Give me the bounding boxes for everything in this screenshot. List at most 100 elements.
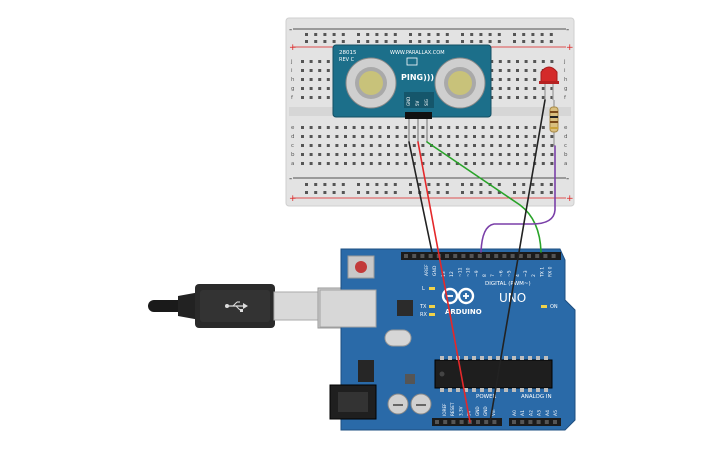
rail-hole: [341, 40, 345, 43]
terminal-hole: [473, 162, 476, 165]
terminal-hole: [421, 153, 425, 156]
header-hole: [469, 254, 474, 258]
terminal-hole: [335, 153, 339, 156]
terminal-hole: [455, 144, 459, 147]
resistor-band-2: [550, 116, 558, 118]
digital-pin-label: TX 1: [539, 267, 545, 278]
wire-sensor-5v: [417, 141, 471, 423]
terminal-hole: [318, 153, 322, 156]
terminal-hole: [404, 153, 408, 156]
red-led-rim: [539, 81, 559, 84]
terminal-hole: [369, 126, 373, 129]
terminal-hole: [318, 126, 322, 129]
sensor-part-number: 28015: [339, 50, 357, 56]
chip-pin: [488, 356, 492, 360]
rail-hole: [305, 33, 308, 36]
analog-pin-label: A5: [553, 410, 559, 416]
chip-pin: [464, 356, 468, 360]
terminal-hole: [404, 135, 408, 138]
rail-hole: [366, 183, 370, 186]
terminal-hole: [326, 69, 330, 72]
rail-hole: [479, 183, 483, 186]
terminal-hole: [387, 153, 390, 156]
terminal-hole: [524, 87, 528, 90]
resistor: [549, 106, 559, 133]
terminal-hole: [335, 144, 339, 147]
rail-hole: [531, 183, 535, 186]
terminal-hole: [516, 78, 519, 81]
terminal-hole: [550, 144, 554, 147]
terminal-hole: [438, 135, 442, 138]
sensor-header: [405, 112, 432, 119]
rail-hole: [436, 33, 440, 36]
terminal-hole: [326, 162, 330, 165]
terminal-hole: [352, 135, 356, 138]
rail-hole: [522, 183, 526, 186]
digital-pin-label: RX 0: [548, 266, 554, 277]
header-hole: [544, 420, 549, 424]
rail-hole: [427, 40, 431, 43]
wire-led-gnd: [489, 99, 546, 423]
rail-hole: [366, 40, 370, 43]
rail-hole: [323, 33, 327, 36]
terminal-hole: [550, 96, 554, 99]
rail-hole: [393, 191, 397, 194]
terminal-hole: [524, 126, 528, 129]
header-hole: [510, 254, 515, 258]
rail-hole: [488, 191, 492, 194]
chip-pin: [440, 356, 444, 360]
terminal-hole: [550, 162, 554, 165]
rail-hole: [341, 183, 345, 186]
terminal-hole: [378, 126, 382, 129]
header-hole: [535, 254, 540, 258]
header-hole: [536, 420, 541, 424]
chip-pin: [528, 356, 532, 360]
rail-hole: [436, 40, 440, 43]
resistor-band-4: [550, 127, 558, 129]
digital-pin-label: ~11: [457, 267, 463, 277]
terminal-hole: [516, 135, 519, 138]
chip-pin: [456, 388, 460, 392]
rail-hole: [323, 183, 327, 186]
terminal-hole: [430, 126, 433, 129]
terminal-hole: [507, 126, 511, 129]
terminal-hole: [309, 96, 313, 99]
rail-hole: [497, 40, 501, 43]
terminal-hole: [507, 144, 511, 147]
rail-hole: [314, 183, 318, 186]
chip-pin: [520, 356, 524, 360]
terminal-hole: [361, 162, 365, 165]
rail-hole: [445, 191, 449, 194]
terminal-hole: [507, 60, 511, 63]
rail-hole: [314, 191, 318, 194]
terminal-hole: [533, 144, 537, 147]
terminal-hole: [378, 162, 382, 165]
terminal-hole: [490, 78, 494, 81]
terminal-hole: [412, 135, 416, 138]
terminal-hole: [498, 78, 502, 81]
row-letter: d: [564, 134, 568, 140]
rail-hole: [384, 33, 388, 36]
row-letter: e: [291, 125, 295, 131]
rail-sign-bottom-minus-right: -: [566, 174, 569, 184]
rail-hole: [549, 40, 553, 43]
terminal-hole: [352, 144, 356, 147]
terminal-hole: [464, 126, 468, 129]
power-pin-label: IOREF: [442, 403, 447, 416]
terminal-hole: [326, 135, 330, 138]
terminal-hole: [387, 162, 390, 165]
rail-hole: [513, 40, 516, 43]
rail-hole: [461, 40, 464, 43]
terminal-hole: [421, 144, 425, 147]
header-hole: [520, 420, 525, 424]
terminal-hole: [533, 96, 537, 99]
terminal-hole: [344, 144, 347, 147]
header-hole: [553, 420, 557, 424]
terminal-hole: [455, 153, 459, 156]
chip-pin: [536, 356, 540, 360]
terminal-hole: [369, 162, 373, 165]
header-hole: [512, 420, 516, 424]
rail-hole: [461, 33, 464, 36]
